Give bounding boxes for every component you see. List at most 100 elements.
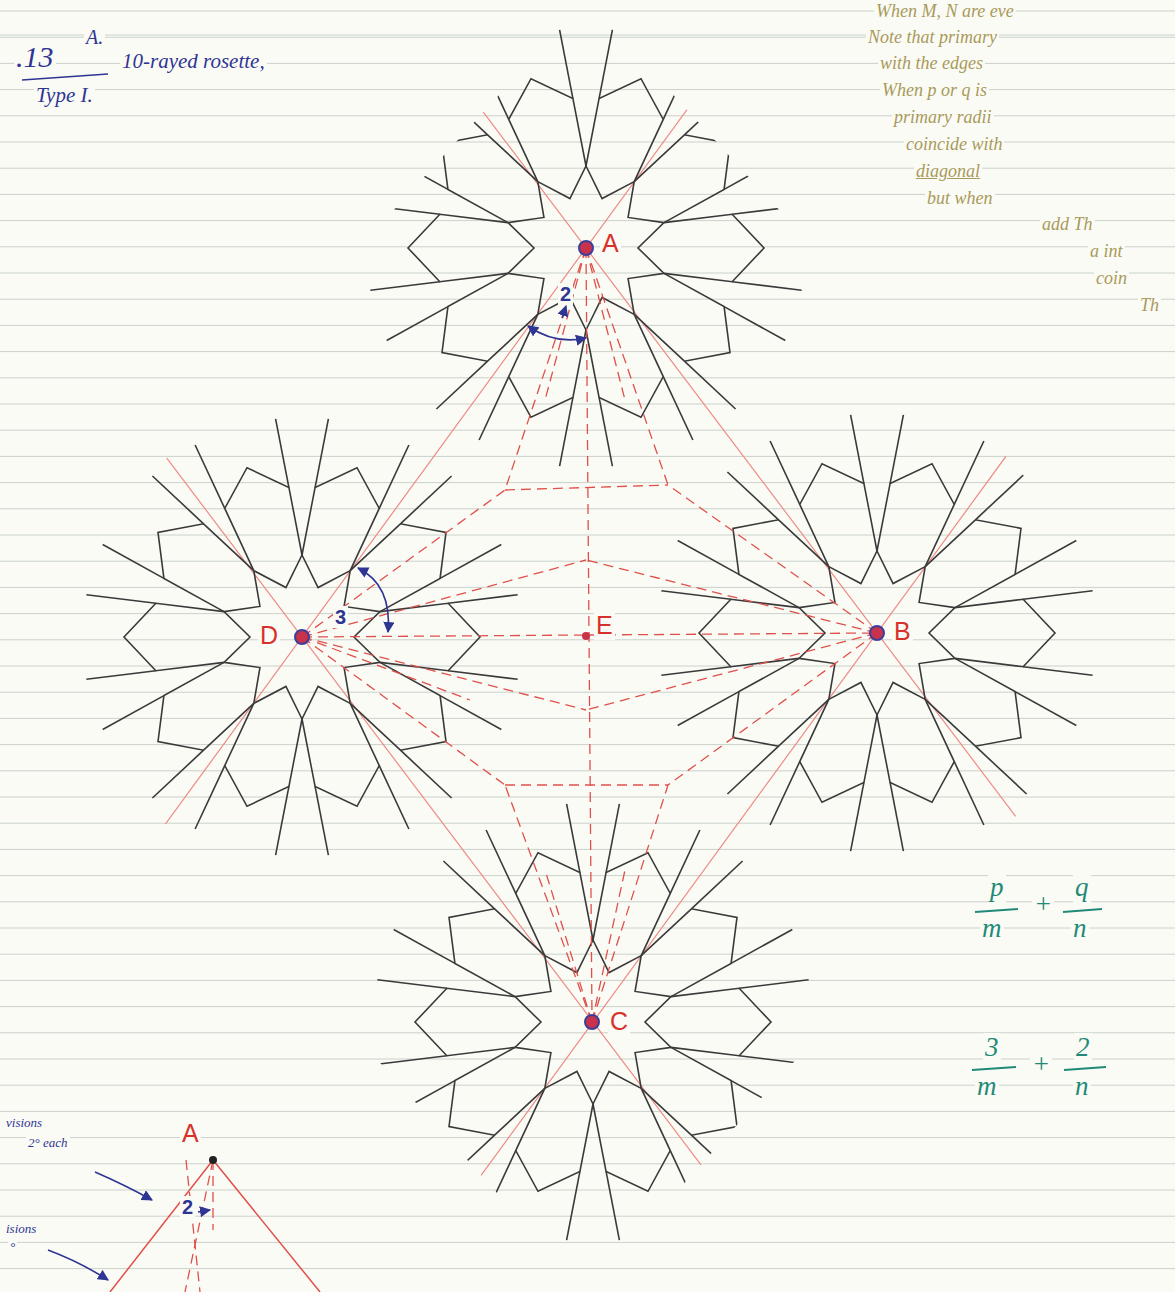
margin-note: coin [1094, 269, 1129, 289]
pattern-line [1174, 26, 1175, 95]
ruled-line [0, 954, 1175, 955]
pattern-line [739, 980, 808, 989]
lattice-line [0, 0, 849, 649]
pattern-line [436, 361, 487, 409]
pattern-line [0, 944, 96, 1108]
pattern-line [1084, 75, 1161, 178]
dashed-line [302, 637, 505, 785]
pattern-line [486, 1151, 516, 1214]
ruled-line [0, 404, 1175, 405]
formula-symbol: m [975, 1072, 999, 1102]
pattern-line [593, 1088, 670, 1191]
pattern-line [1142, 1167, 1155, 1236]
pattern-line [962, 303, 1023, 337]
pattern-line [684, 87, 735, 135]
pattern-line [407, 1250, 458, 1292]
ruled-line [0, 220, 1175, 221]
pattern-line [1024, 1043, 1120, 1131]
lattice-line [0, 0, 1140, 1034]
pattern-line [156, 933, 217, 967]
pattern-line [724, 307, 785, 341]
pattern-line [145, 0, 196, 24]
pattern-line [380, 603, 480, 670]
margin-note: but when [925, 189, 995, 209]
pattern-line [670, 830, 700, 893]
dashed-line [505, 485, 668, 490]
pattern-line [448, 595, 517, 604]
pattern-line [599, 397, 612, 466]
pattern-line [370, 206, 439, 215]
pattern-line [387, 155, 448, 189]
pattern-line [400, 476, 451, 524]
pattern-line [309, 1242, 386, 1292]
ruled-line [0, 1268, 1175, 1269]
dashed-line [586, 633, 877, 710]
dashed-line [302, 637, 470, 700]
ruled-line [0, 849, 1175, 850]
point-label: A [600, 230, 621, 258]
lattice-line [274, 0, 1175, 621]
angle-arrow [198, 1210, 210, 1212]
dashed-line [668, 633, 877, 785]
dashed-line [505, 784, 668, 785]
point-label: B [892, 618, 913, 646]
pattern-line [124, 603, 224, 670]
side-note: isions [4, 1222, 38, 1236]
pattern-line [59, 277, 155, 365]
figure-number: A. [84, 26, 105, 48]
fraction-bar [1063, 909, 1102, 912]
pattern-line [567, 804, 580, 873]
ruled-line [0, 718, 1175, 719]
pattern-line [156, 1085, 217, 1119]
ruled-line [0, 1242, 1175, 1243]
pattern-line [116, 865, 167, 913]
pattern-line [1135, 393, 1148, 462]
pattern-line [232, 1242, 309, 1292]
ruled-line [0, 613, 1175, 614]
figure-title: 10-rayed rosette, [120, 50, 267, 73]
margin-note: When M, N are eve [874, 2, 1016, 22]
pattern-line [269, 12, 282, 81]
pattern-line [800, 464, 877, 567]
pattern-line [400, 750, 451, 798]
pattern-line [0, 808, 5, 877]
pattern-line [479, 56, 509, 119]
pattern-line [664, 214, 764, 281]
margin-note: When p or q is [880, 81, 989, 101]
pattern-line [0, 83, 11, 186]
pattern-line [641, 1047, 737, 1135]
lattice-point [295, 630, 309, 644]
pattern-line [1011, 357, 1062, 405]
pattern-line [283, 1193, 296, 1262]
pattern-line [1142, 800, 1155, 869]
pattern-line [202, 1219, 232, 1282]
pattern-line [1161, 75, 1175, 178]
angle-count: 2 [558, 283, 573, 305]
pattern-line [641, 909, 737, 997]
pattern-line [954, 441, 984, 504]
angle-arrow [95, 1172, 152, 1200]
dashed-line [586, 248, 668, 485]
pattern-line [302, 703, 379, 806]
pattern-line [1015, 692, 1076, 726]
pattern-line [443, 861, 494, 909]
pattern-line [1135, 26, 1148, 95]
pattern-line [720, 0, 771, 20]
pattern-line [691, 1135, 742, 1183]
ruled-line [0, 89, 1175, 90]
pattern-line [379, 445, 409, 508]
pattern-line [844, 8, 857, 77]
dashed-line [302, 560, 586, 637]
pattern-line [486, 830, 516, 893]
angle-count: 3 [333, 606, 348, 628]
lattice-point [585, 1015, 599, 1029]
pattern-line [1084, 310, 1161, 413]
ruled-line [0, 299, 1175, 300]
formula-symbol: p [988, 873, 1006, 903]
pattern-line [440, 696, 501, 730]
pattern-line [149, 159, 210, 193]
pattern-line [1090, 936, 1175, 1100]
